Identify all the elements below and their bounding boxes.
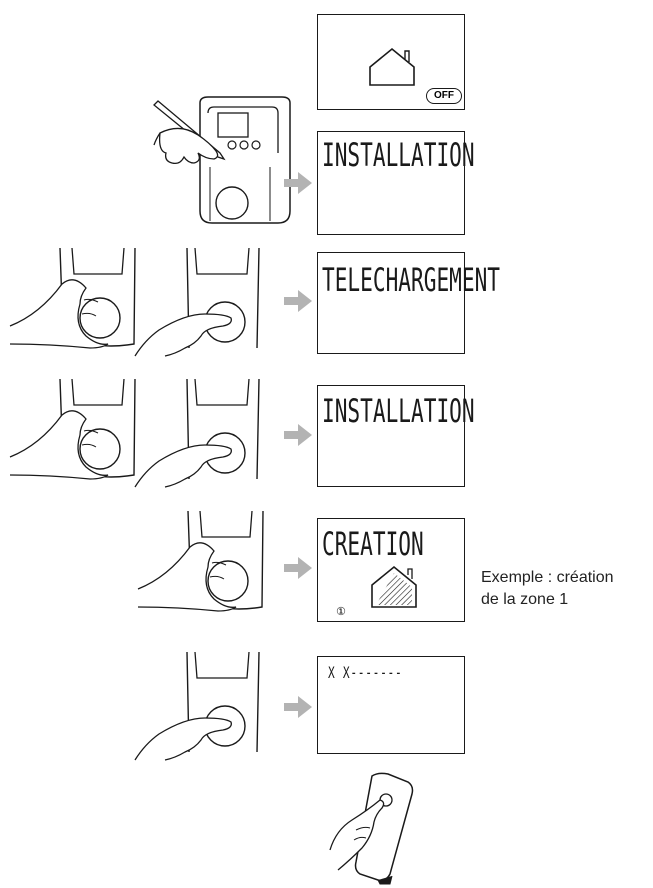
hand-turn-knob-icon — [9, 247, 136, 349]
arrow-right-icon — [284, 557, 312, 579]
house-icon — [369, 47, 415, 86]
hand-press-button-icon — [134, 378, 260, 488]
arrow-right-icon — [284, 424, 312, 446]
lcd-text: TELECHARGEMENT — [322, 261, 501, 299]
zone-house-icon — [371, 565, 417, 608]
hand-turn-knob-icon — [137, 510, 264, 612]
lcd-text: INSTALLATION — [322, 136, 475, 174]
remote-device-icon — [329, 772, 414, 885]
lcd-screen-step-5: X X------- — [317, 656, 465, 754]
hand-press-button-icon — [134, 651, 260, 761]
arrow-right-icon — [284, 696, 312, 718]
arrow-right-icon — [284, 290, 312, 312]
zone-number-label: ① — [336, 605, 346, 618]
hand-turn-knob-icon — [9, 378, 136, 480]
lcd-screen-step-1: INSTALLATION — [317, 131, 475, 235]
lcd-screen-off: OFF — [317, 14, 465, 110]
lcd-screen-step-3: INSTALLATION — [317, 385, 475, 487]
example-caption: Exemple : création de la zone 1 — [481, 567, 614, 611]
off-badge: OFF — [426, 88, 462, 104]
lcd-screen-step-4: CREATION ① — [317, 518, 465, 622]
caption-line-2: de la zone 1 — [481, 591, 569, 608]
hand-pen-icon — [153, 96, 291, 224]
lcd-text: X X------- — [328, 663, 403, 682]
arrow-right-icon — [284, 172, 312, 194]
lcd-text: INSTALLATION — [322, 392, 475, 430]
caption-line-1: Exemple : création — [481, 569, 614, 586]
lcd-screen-step-2: TELECHARGEMENT — [317, 252, 500, 354]
lcd-text: CREATION — [322, 525, 424, 563]
hand-press-button-icon — [134, 247, 260, 357]
